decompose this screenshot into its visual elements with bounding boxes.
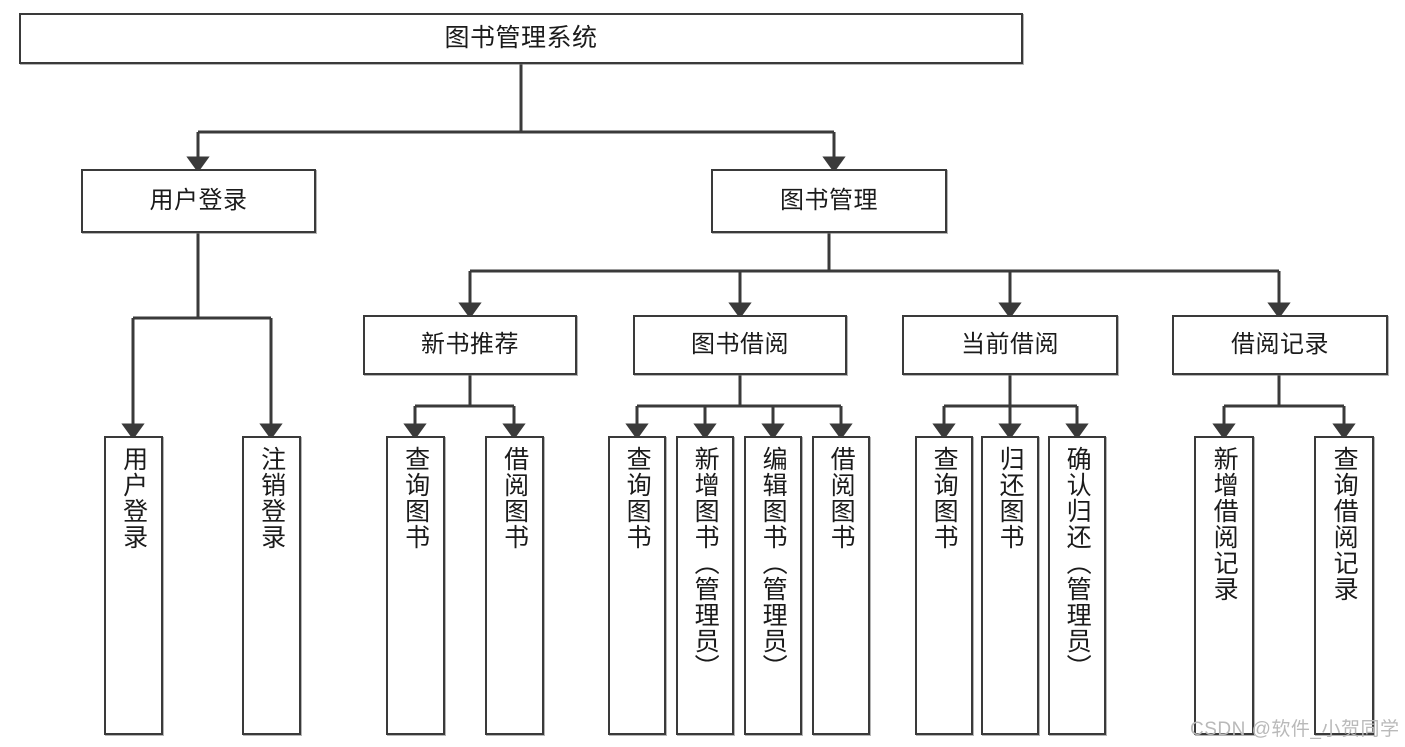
node-borrow-record[interactable]: 借阅记录 (1172, 315, 1388, 375)
node-label: 新增借阅记录 (1210, 446, 1239, 602)
leaf-borrow-record-add-record[interactable]: 新增借阅记录 (1194, 436, 1254, 735)
leaf-new-book-query-book[interactable]: 查询图书 (386, 436, 445, 735)
leaf-user-login-login[interactable]: 用户登录 (104, 436, 163, 735)
node-label: 图书管理系统 (444, 23, 598, 52)
node-label: 用户登录 (149, 186, 248, 214)
node-label: 图书借阅 (691, 330, 789, 358)
node-root-book-management-system[interactable]: 图书管理系统 (19, 13, 1023, 64)
node-label: 查询图书 (623, 446, 652, 550)
node-label: 借阅图书 (500, 446, 529, 550)
leaf-borrow-record-query-record[interactable]: 查询借阅记录 (1314, 436, 1374, 735)
node-label: 查询图书 (930, 446, 959, 550)
node-label: 图书管理 (780, 186, 878, 214)
leaf-book-borrow-borrow-book[interactable]: 借阅图书 (812, 436, 870, 735)
node-label: 新增图书（管理员） (691, 446, 720, 680)
node-book-management[interactable]: 图书管理 (711, 169, 947, 233)
leaf-user-login-logout[interactable]: 注销登录 (242, 436, 301, 735)
leaf-new-book-borrow-book[interactable]: 借阅图书 (485, 436, 544, 735)
node-label: 借阅图书 (827, 446, 856, 550)
node-current-borrow[interactable]: 当前借阅 (902, 315, 1118, 375)
leaf-current-borrow-return-book[interactable]: 归还图书 (981, 436, 1039, 735)
csdn-watermark: CSDN @软件_小贺同学 (1190, 719, 1400, 740)
node-book-borrow[interactable]: 图书借阅 (633, 315, 847, 375)
node-label: 借阅记录 (1231, 330, 1329, 358)
node-user-login[interactable]: 用户登录 (81, 169, 316, 233)
node-new-book-recommend[interactable]: 新书推荐 (363, 315, 577, 375)
node-label: 确认归还（管理员） (1063, 446, 1092, 680)
node-label: 查询图书 (401, 446, 430, 550)
node-label: 用户登录 (119, 446, 148, 550)
leaf-current-borrow-confirm-return-admin[interactable]: 确认归还（管理员） (1048, 436, 1106, 735)
leaf-book-borrow-query-book[interactable]: 查询图书 (608, 436, 666, 735)
node-label: 新书推荐 (421, 330, 519, 358)
node-label: 编辑图书（管理员） (759, 446, 788, 680)
node-label: 查询借阅记录 (1330, 446, 1359, 602)
node-label: 当前借阅 (961, 330, 1059, 358)
node-label: 归还图书 (996, 446, 1025, 550)
leaf-current-borrow-query-book[interactable]: 查询图书 (915, 436, 973, 735)
node-label: 注销登录 (257, 446, 286, 550)
leaf-book-borrow-edit-book-admin[interactable]: 编辑图书（管理员） (744, 436, 802, 735)
leaf-book-borrow-add-book-admin[interactable]: 新增图书（管理员） (676, 436, 734, 735)
